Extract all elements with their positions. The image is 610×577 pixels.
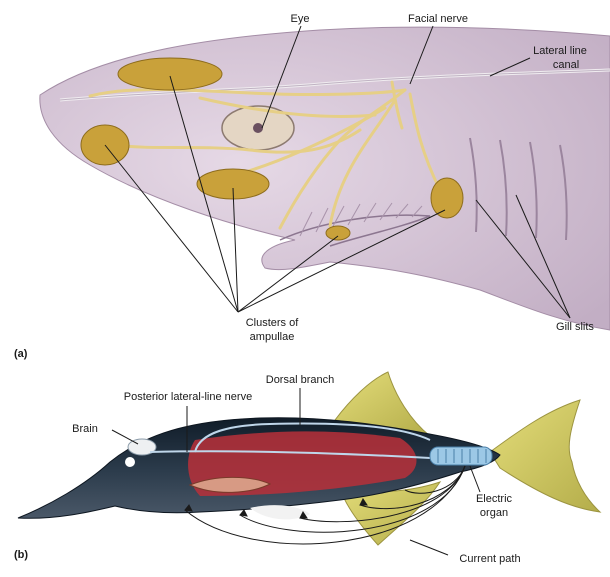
electric-fish-illustration [18,372,600,545]
electric-organ-label-line2: organ [480,507,508,519]
eye-label: Eye [291,13,310,25]
shark-head-illustration [40,27,610,330]
panel-b-label: (b) [14,549,28,561]
panel-a-label: (a) [14,348,28,360]
clusters-of-ampullae-label-line1: Clusters of [246,317,300,329]
fish-eye [125,457,135,467]
facial-nerve-label: Facial nerve [408,13,468,25]
clusters-of-ampullae-label-line2: ampullae [250,331,295,343]
electric-organ-label-line1: Electric [476,493,513,505]
gill-slits-label: Gill slits [556,321,594,333]
brain-label: Brain [72,423,98,435]
posterior-lateral-line-nerve-label: Posterior lateral-line nerve [124,391,252,403]
electric-organ-drawing [430,447,492,465]
lateral-line-canal-label-line2: canal [553,59,579,71]
dorsal-branch-label: Dorsal branch [266,374,334,386]
lateral-line-canal-label-line1: Lateral line [533,45,587,57]
current-path-label: Current path [459,553,520,565]
